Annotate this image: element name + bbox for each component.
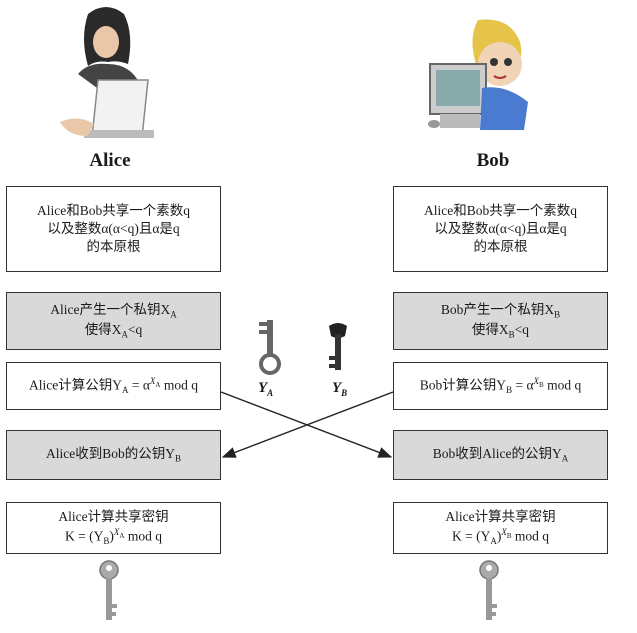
- alice-box5-line1: Alice计算共享密钥: [58, 509, 169, 525]
- alice-received-key-box: Alice收到Bob的公钥YB: [6, 430, 221, 480]
- alice-box5-line2: K = (YB)XA mod q: [65, 527, 162, 547]
- bob-public-key-icon: [329, 323, 347, 370]
- alice-box4-line: Alice收到Bob的公钥YB: [45, 446, 181, 464]
- arrow-alice-to-bob: [220, 391, 393, 458]
- alice-illustration: [60, 7, 154, 138]
- bob-box2-line2: 使得XB<q: [471, 322, 530, 340]
- bob-private-key-box: Bob产生一个私钥XB 使得XB<q: [393, 292, 608, 350]
- alice-shared-secret-box: Alice计算共享密钥 K = (YB)XA mod q: [6, 502, 221, 554]
- bob-public-key-box: Bob计算公钥YB = αXB mod q: [393, 362, 608, 410]
- alice-name: Alice: [89, 150, 131, 171]
- bob-shared-secret-box: Alice计算共享密钥 K = (YA)XB mod q: [393, 502, 608, 554]
- alice-shared-params-box: Alice和Bob共享一个素数q 以及整数α(α<q)且α是q 的本原根: [6, 186, 221, 272]
- alice-box3-line: Alice计算公钥YA = αXA mod q: [29, 376, 198, 396]
- bob-box4-line: Bob收到Alice的公钥YA: [432, 446, 569, 464]
- bob-box5-line2: K = (YA)XB mod q: [451, 527, 550, 547]
- bob-box1-line1: Alice和Bob共享一个素数q: [424, 202, 577, 218]
- bob-name: Bob: [476, 150, 510, 171]
- bob-box1-line2: 以及整数α(α<q)且α是q: [434, 220, 567, 236]
- alice-box1-line2: 以及整数α(α<q)且α是q: [47, 220, 180, 236]
- alice-box1-line3: 的本原根: [86, 239, 141, 255]
- bob-illustration: [428, 19, 528, 130]
- alice-private-key-box: Alice产生一个私钥XA 使得XA<q: [6, 292, 221, 350]
- bob-key-label: YB: [332, 380, 348, 398]
- bob-shared-params-box: Alice和Bob共享一个素数q 以及整数α(α<q)且α是q 的本原根: [393, 186, 608, 272]
- bob-box3-line: Bob计算公钥YB = αXB mod q: [419, 376, 582, 396]
- alice-box2-line2: 使得XA<q: [84, 322, 143, 340]
- alice-shared-key-icon: [99, 560, 119, 620]
- alice-box2-line1: Alice产生一个私钥XA: [50, 302, 177, 320]
- bob-box5-line1: Alice计算共享密钥: [445, 509, 556, 525]
- alice-public-key-icon: [259, 320, 281, 375]
- bob-received-key-box: Bob收到Alice的公钥YA: [393, 430, 608, 480]
- bob-shared-key-icon: [479, 560, 499, 620]
- alice-box1-line1: Alice和Bob共享一个素数q: [37, 202, 190, 218]
- bob-box1-line3: 的本原根: [473, 239, 528, 255]
- alice-key-label: YA: [258, 380, 274, 398]
- alice-public-key-box: Alice计算公钥YA = αXA mod q: [6, 362, 221, 410]
- arrow-bob-to-alice: [221, 391, 394, 458]
- bob-box2-line1: Bob产生一个私钥XB: [440, 302, 561, 320]
